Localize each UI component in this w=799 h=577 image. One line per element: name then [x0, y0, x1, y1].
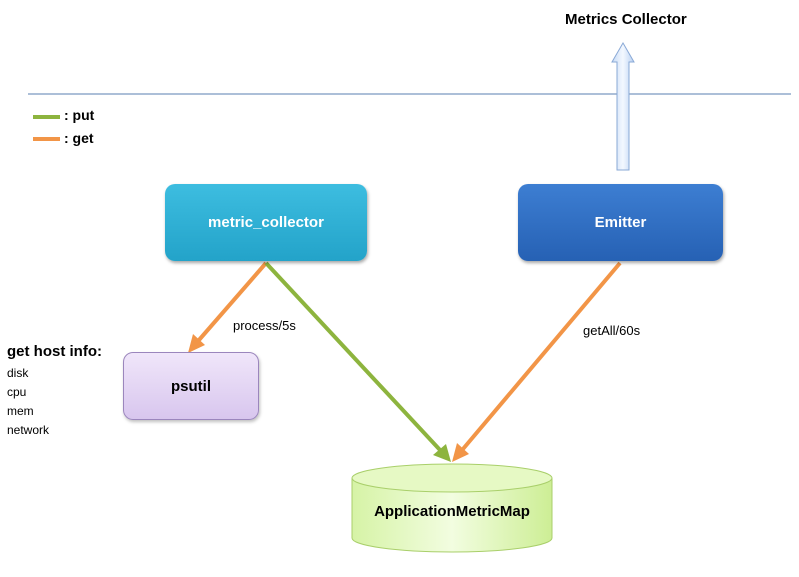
- psutil-node: psutil: [123, 352, 259, 420]
- arrow-collector-to-map: [264, 261, 451, 462]
- host-info-item: disk: [7, 366, 29, 380]
- application-metric-map-cylinder: [351, 463, 553, 553]
- host-info-heading: get host info:: [7, 343, 102, 360]
- edge-label-getall: getAll/60s: [583, 323, 641, 338]
- emitter-node: Emitter: [518, 184, 723, 261]
- psutil-label: psutil: [171, 377, 211, 395]
- host-info-item: network: [7, 423, 50, 437]
- arrow-collector-to-psutil: [188, 261, 268, 353]
- emitter-label: Emitter: [594, 214, 647, 231]
- host-info-item: cpu: [7, 385, 27, 399]
- legend-put-label: : put: [64, 107, 95, 123]
- metric-collector-label: metric_collector: [208, 214, 324, 231]
- legend-get-label: : get: [64, 130, 94, 146]
- up-arrow-to-metrics-collector: [611, 42, 635, 171]
- metrics-collector-label: Metrics Collector: [565, 11, 687, 28]
- metric-collector-node: metric_collector: [165, 184, 367, 261]
- application-metric-map-label: ApplicationMetricMap: [374, 503, 530, 520]
- arrow-emitter-to-map: [452, 261, 622, 462]
- edge-label-process: process/5s: [233, 318, 296, 333]
- host-info-item: mem: [7, 404, 34, 418]
